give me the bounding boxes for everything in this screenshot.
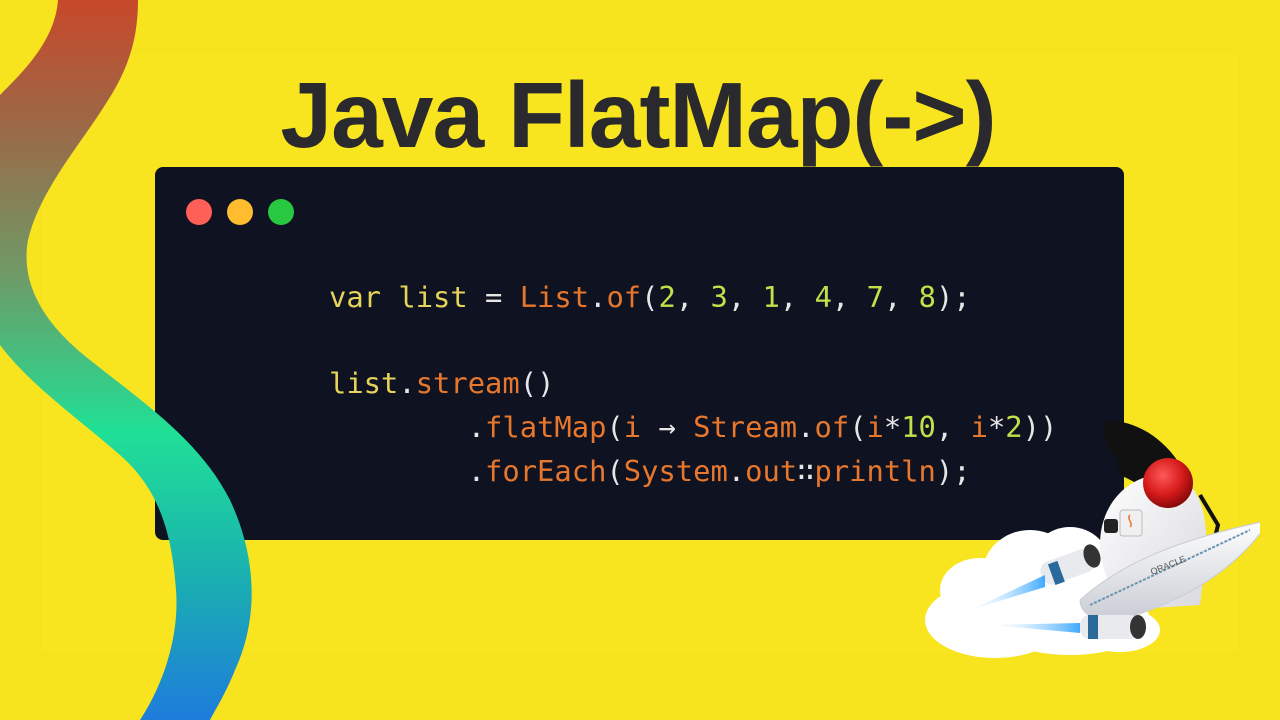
minimize-dot-icon — [227, 199, 253, 225]
window-controls — [186, 199, 294, 225]
code-line: .forEach(System.out∷println); — [467, 454, 971, 488]
page-title: Java FlatMap(->) — [280, 63, 996, 167]
gradient-ribbon-icon — [0, 0, 252, 720]
code-line: .flatMap(i → Stream.of(i*10, i*2)) — [467, 410, 1058, 444]
code-line: list.stream() — [329, 366, 555, 400]
code-line: var list = List.of(2, 3, 1, 4, 7, 8); — [329, 280, 971, 314]
code-block: var list = List.of(2, 3, 1, 4, 7, 8); lis… — [329, 275, 1057, 493]
code-window: var list = List.of(2, 3, 1, 4, 7, 8); lis… — [155, 167, 1124, 540]
maximize-dot-icon — [268, 199, 294, 225]
duke-mascot-icon: ORACLE — [925, 420, 1260, 658]
close-dot-icon — [186, 199, 212, 225]
rocket-icon: ORACLE — [970, 521, 1260, 639]
java-mug-icon — [1104, 509, 1143, 537]
code-line — [329, 319, 1057, 361]
